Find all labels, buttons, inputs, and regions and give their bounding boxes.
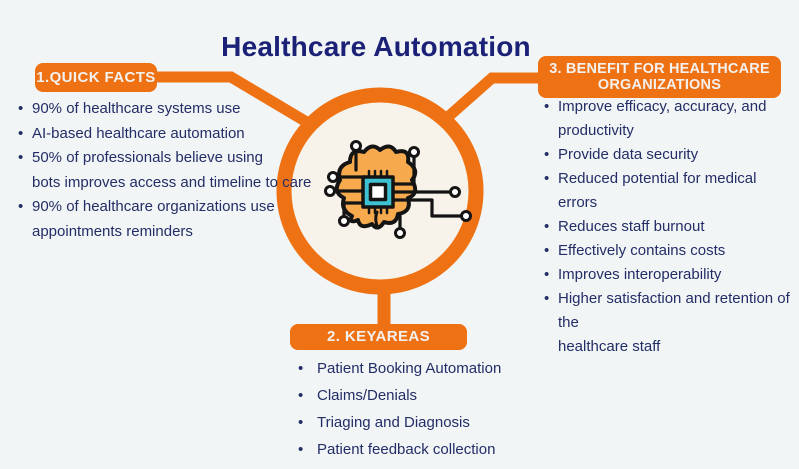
list-item-text: Improve efficacy, accuracy, and [558, 98, 767, 115]
list-item: • bots improves access and timeline to c… [18, 171, 318, 196]
list-item: • Effectively contains costs [544, 239, 796, 263]
list-item-text: Effectively contains costs [558, 242, 726, 259]
list-item: • Reduces staff burnout [544, 215, 796, 239]
list-item: • 90% of healthcare organizations use [18, 195, 318, 220]
connector-left-line [152, 71, 323, 135]
list-item-text: appointments reminders [32, 222, 193, 240]
list-item: • Patient feedback collection [298, 436, 528, 463]
list-item: • Triaging and Diagnosis [298, 409, 528, 436]
bullet-icon: • [544, 146, 550, 163]
section-label-key-areas: 2. KEYAREAS [290, 324, 467, 350]
list-item-text: healthcare staff [558, 338, 661, 355]
bullet-icon: • [544, 266, 550, 283]
brain-chip-icon [324, 140, 472, 239]
list-item-text: 90% of healthcare organizations use [32, 198, 275, 216]
list-item: • healthcare staff [544, 335, 796, 359]
list-item: • Claims/Denials [298, 382, 528, 409]
list-item: • 50% of professionals believe using [18, 146, 318, 171]
list-item: • productivity [544, 119, 796, 143]
bullet-icon: • [298, 414, 304, 431]
bullet-icon: • [298, 441, 304, 458]
list-item-text: Reduced potential for medical errors [558, 170, 757, 211]
list-item-text: Improves interoperability [558, 266, 722, 283]
bullet-icon: • [298, 387, 304, 404]
list-item-text: Reduces staff burnout [558, 218, 705, 235]
list-item-text: Higher satisfaction and retention of the [558, 290, 790, 331]
benefits-list: • Improve efficacy, accuracy, and • prod… [544, 95, 796, 359]
list-item-text: 90% of healthcare systems use [32, 100, 241, 117]
list-item: • Improve efficacy, accuracy, and [544, 95, 796, 119]
list-item: • Reduced potential for medical errors [544, 167, 796, 215]
bullet-icon: • [18, 124, 24, 142]
circuit-nodes [324, 140, 472, 239]
circuit-traces [333, 148, 463, 231]
key-areas-list: • Patient Booking Automation • Claims/De… [298, 355, 528, 463]
quick-facts-list: • 90% of healthcare systems use • AI-bas… [18, 97, 318, 245]
bullet-icon: • [544, 218, 550, 235]
section-label-quick-facts: 1.QUICK FACTS [35, 63, 157, 92]
list-item: • Provide data security [544, 143, 796, 167]
list-item: • Higher satisfaction and retention of t… [544, 287, 796, 335]
bullet-icon: • [544, 170, 550, 187]
page-title: Healthcare Automation [221, 30, 531, 62]
bullet-icon: • [544, 290, 550, 307]
bullet-icon: • [18, 100, 24, 117]
bullet-icon: • [298, 360, 304, 377]
bullet-icon: • [18, 149, 24, 167]
list-item: • Patient Booking Automation [298, 355, 528, 382]
list-item: • 90% of healthcare systems use [18, 97, 318, 122]
list-item-text: Patient feedback collection [317, 441, 496, 458]
list-item-text: bots improves access and timeline to car… [32, 173, 312, 191]
bullet-icon: • [544, 242, 550, 259]
brain-fold-line [374, 210, 380, 230]
list-item: • Improves interoperability [544, 263, 796, 287]
section-label-benefits: 3. BENEFIT FOR HEALTHCARE ORGANIZATIONS [538, 56, 781, 98]
list-item-text: 50% of professionals believe using [32, 149, 263, 167]
list-item-text: productivity [558, 122, 634, 139]
list-item-text: AI-based healthcare automation [32, 124, 245, 142]
bullet-icon: • [544, 98, 550, 115]
list-item: • appointments reminders [18, 220, 318, 245]
list-item-text: Patient Booking Automation [317, 360, 502, 377]
list-item-text: Provide data security [558, 146, 699, 163]
chip-inner-square [368, 182, 388, 202]
list-item-text: Claims/Denials [317, 387, 418, 404]
connector-right-line [436, 72, 560, 129]
list-item-text: Triaging and Diagnosis [317, 414, 470, 431]
bullet-icon: • [18, 198, 24, 216]
list-item: • AI-based healthcare automation [18, 122, 318, 147]
